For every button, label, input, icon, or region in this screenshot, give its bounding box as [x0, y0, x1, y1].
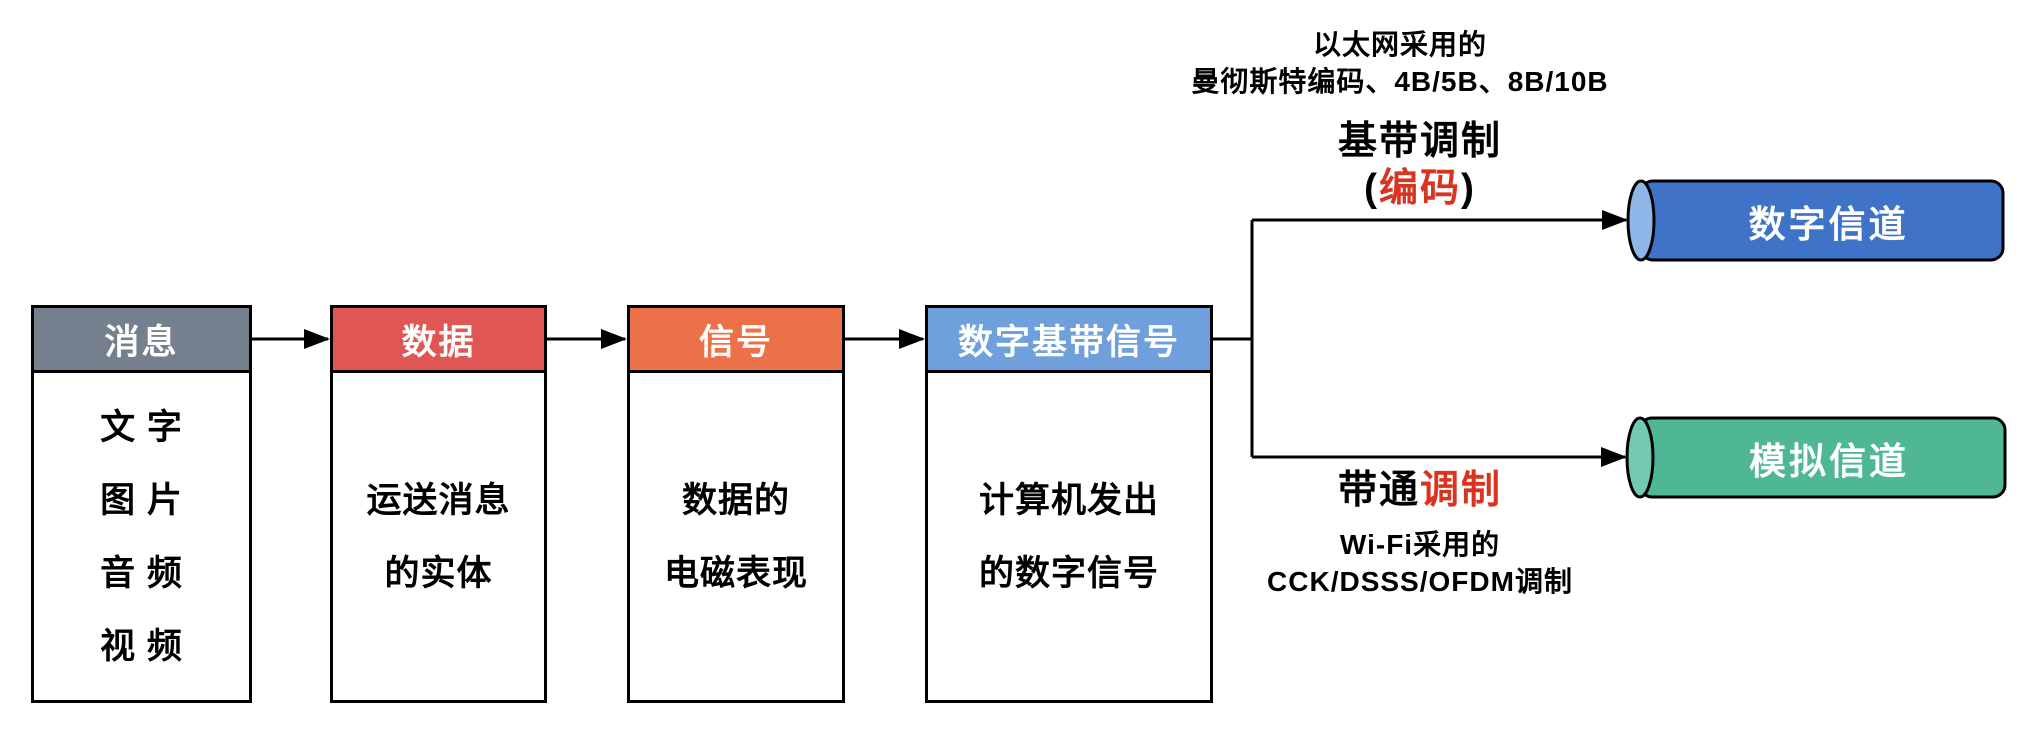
wifi-note-line1: Wi-Fi采用的	[1339, 529, 1501, 560]
ethernet-encoding-note: 以太网采用的 曼彻斯特编码、4B/5B、8B/10B	[1100, 26, 1700, 100]
box-digital-baseband-body: 计算机发出 的数字信号	[928, 373, 1210, 700]
box-message-line: 音 频	[100, 553, 183, 593]
baseband-modulation-label: 基带调制 (编码)	[1270, 118, 1570, 212]
paren-open: (	[1363, 167, 1379, 210]
box-message-line: 文 字	[100, 407, 183, 447]
encoding-red-text: 编码	[1378, 167, 1461, 210]
box-data-line: 的实体	[384, 553, 493, 593]
ethernet-note-line2: 曼彻斯特编码、4B/5B、8B/10B	[1191, 66, 1609, 97]
box-signal-line: 数据的	[681, 480, 790, 520]
digital-cylinder-cap	[1626, 179, 1656, 262]
box-signal-line: 电磁表现	[663, 553, 808, 593]
analog-cylinder-cap	[1625, 416, 1655, 499]
digital-channel-label: 数字信道	[1748, 203, 1909, 245]
baseband-modulation-title: 基带调制	[1337, 120, 1502, 163]
bandpass-red-text: 调制	[1420, 469, 1503, 512]
baseband-modulation-subtitle: (编码)	[1270, 165, 1570, 212]
box-message-line: 图 片	[100, 480, 183, 520]
box-signal-body: 数据的 电磁表现	[630, 373, 842, 700]
box-message-body: 文 字 图 片 音 频 视 频	[34, 373, 249, 700]
analog-channel-label: 模拟信道	[1749, 440, 1909, 482]
wifi-note-line2: CCK/DSSS/OFDM调制	[1267, 566, 1573, 597]
box-digital-baseband-line: 计算机发出	[978, 480, 1159, 520]
bandpass-black-text: 带通	[1337, 469, 1420, 512]
digital-channel-cylinder	[1626, 179, 2005, 262]
box-message-line: 视 频	[100, 626, 183, 666]
box-data: 数据 运送消息 的实体	[330, 305, 547, 703]
box-signal-header: 信号	[630, 308, 842, 373]
box-data-body: 运送消息 的实体	[333, 373, 544, 700]
wifi-modulation-note: Wi-Fi采用的 CCK/DSSS/OFDM调制	[1120, 526, 1720, 600]
paren-close: )	[1461, 167, 1476, 210]
box-signal: 信号 数据的 电磁表现	[627, 305, 845, 703]
box-digital-baseband-header: 数字基带信号	[928, 308, 1210, 373]
box-message-header: 消息	[34, 308, 249, 373]
box-message: 消息 文 字 图 片 音 频 视 频	[31, 305, 252, 703]
box-digital-baseband-line: 的数字信号	[978, 553, 1159, 593]
box-data-header: 数据	[333, 308, 544, 373]
bandpass-modulation-label: 带通调制	[1270, 467, 1570, 514]
box-digital-baseband-signal: 数字基带信号 计算机发出 的数字信号	[925, 305, 1213, 703]
analog-channel-cylinder	[1625, 416, 2007, 499]
box-data-line: 运送消息	[366, 480, 511, 520]
ethernet-note-line1: 以太网采用的	[1312, 29, 1487, 60]
